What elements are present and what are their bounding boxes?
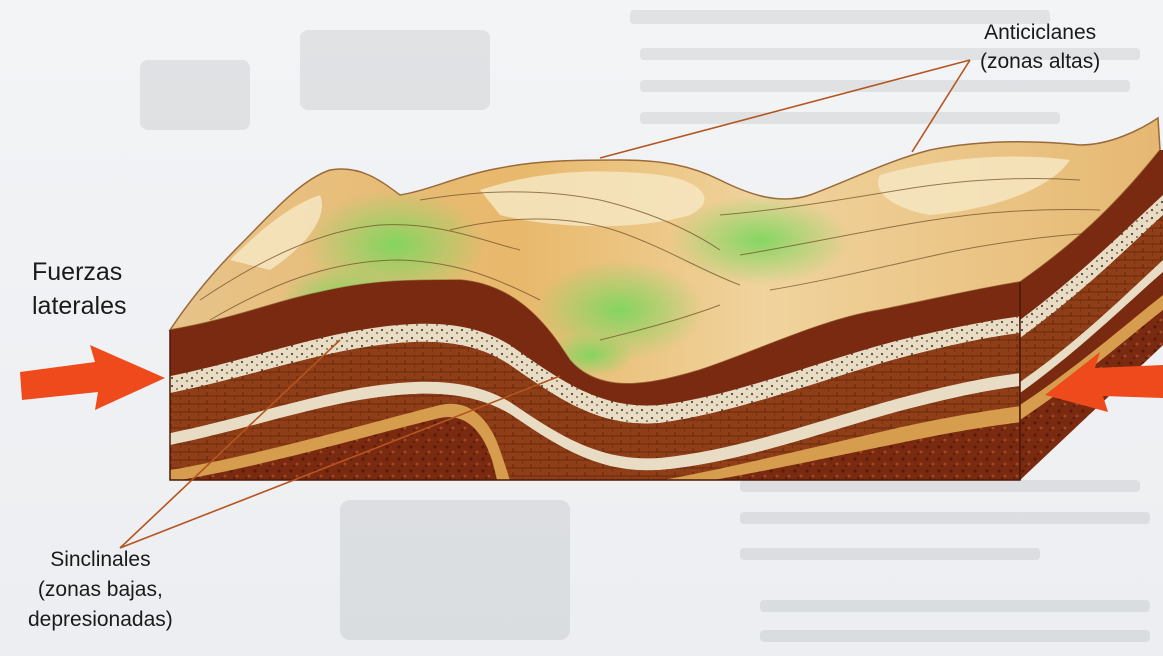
lateral-forces-line-1: Fuerzas [32, 255, 127, 289]
anticlines-line-2: (zonas altas) [980, 47, 1100, 76]
synclines-line-3: depresionadas) [28, 605, 173, 635]
synclines-line-2: (zonas bajas, [28, 575, 173, 605]
anticlines-line-1: Anticiclanes [980, 18, 1100, 47]
synclines-line-1: Sinclinales [28, 545, 173, 575]
synclines-label: Sinclinales (zonas bajas, depresionadas) [28, 545, 173, 635]
lateral-forces-label: Fuerzas laterales [32, 255, 127, 323]
anticlines-label: Anticiclanes (zonas altas) [980, 18, 1100, 76]
lateral-forces-line-2: laterales [32, 289, 127, 323]
left-force-arrow [20, 345, 165, 410]
